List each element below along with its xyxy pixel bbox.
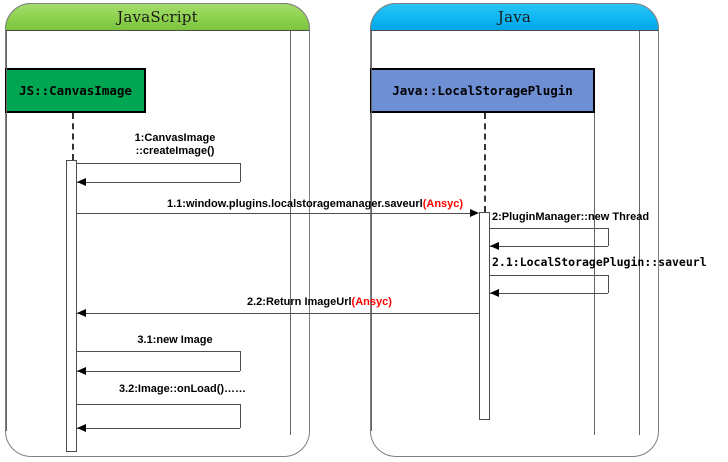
message-label-1-1-text: 1.1:window.plugins.localstoragemanager.s… xyxy=(167,198,423,210)
message-label-3-2: 3.2:Image::onLoad()…… xyxy=(95,383,270,396)
message-2-line-vertical xyxy=(608,228,609,246)
message-2-line-back xyxy=(490,246,608,247)
message-3-2-line-out xyxy=(77,404,240,405)
message-label-2: 2:PluginManager::new Thread xyxy=(492,211,649,224)
message-label-2-2: 2.2:Return ImageUrl(Ansyc) xyxy=(247,296,392,309)
message-1-line-out xyxy=(77,163,240,164)
column-guide-javascript xyxy=(290,31,291,435)
message-label-1: 1:CanvasImage ::createImage() xyxy=(95,132,255,158)
message-3-1-arrowhead xyxy=(77,367,86,375)
lifeline-canvasimage-dashed xyxy=(72,113,74,160)
object-label-canvasimage: JS::CanvasImage xyxy=(19,83,132,98)
message-2-1-arrowhead xyxy=(490,289,499,297)
message-label-1-1-annotation: (Ansyc) xyxy=(422,198,464,210)
object-box-localstorageplugin[interactable]: Java::LocalStoragePlugin xyxy=(370,68,595,113)
message-1-line-vertical xyxy=(240,163,241,182)
column-guide-java-left xyxy=(371,31,372,431)
message-1-1-line xyxy=(77,213,470,214)
message-label-2-text: 2:PluginManager::new Thread xyxy=(492,211,650,223)
message-label-1-line1: 1:CanvasImage xyxy=(134,132,216,144)
message-3-1-line-vertical xyxy=(240,351,241,371)
message-label-2-1-text: 2.1:LocalStoragePlugin::saveurl xyxy=(492,255,707,269)
panel-javascript-title: JavaScript xyxy=(117,7,198,26)
message-2-1-line-back xyxy=(490,293,608,294)
message-3-2-line-back xyxy=(77,428,240,429)
message-label-3-1: 3.1:new Image xyxy=(95,334,255,347)
object-box-canvasimage[interactable]: JS::CanvasImage xyxy=(5,68,146,113)
panel-java-header: Java xyxy=(370,3,659,31)
column-guide-java xyxy=(639,31,640,435)
message-1-arrowhead xyxy=(77,178,86,186)
message-1-1-arrowhead xyxy=(470,209,479,217)
message-2-1-line-vertical xyxy=(608,275,609,293)
panel-javascript-header: JavaScript xyxy=(5,3,310,31)
message-label-1-1: 1.1:window.plugins.localstoragemanager.s… xyxy=(167,198,463,211)
message-3-2-arrowhead xyxy=(77,424,86,432)
message-2-2-line xyxy=(77,313,479,314)
column-guide-javascript-left xyxy=(6,31,7,431)
activation-bar-canvasimage xyxy=(66,160,77,452)
message-label-3-2-text: 3.2:Image::onLoad()…… xyxy=(118,383,247,395)
message-label-2-1: 2.1:LocalStoragePlugin::saveurl xyxy=(492,256,707,269)
message-2-1-line-out xyxy=(490,275,608,276)
message-1-line-back xyxy=(77,182,240,183)
message-label-2-2-annotation: (Ansyc) xyxy=(351,296,392,308)
message-2-2-arrowhead xyxy=(77,309,86,317)
object-label-localstorageplugin: Java::LocalStoragePlugin xyxy=(392,83,573,98)
message-3-1-line-back xyxy=(77,371,240,372)
activation-bar-localstorageplugin xyxy=(479,212,490,420)
message-label-3-1-text: 3.1:new Image xyxy=(137,334,213,346)
message-2-arrowhead xyxy=(490,242,499,250)
message-3-1-line-out xyxy=(77,351,240,352)
message-3-2-line-vertical xyxy=(240,404,241,428)
message-label-1-line2: ::createImage() xyxy=(135,145,215,157)
message-2-line-out xyxy=(490,228,608,229)
column-guide-java-object-right xyxy=(594,113,595,435)
lifeline-localstorageplugin-dashed xyxy=(484,113,486,212)
panel-java-title: Java xyxy=(497,7,532,26)
message-label-2-2-text: 2.2:Return ImageUrl xyxy=(247,296,352,308)
